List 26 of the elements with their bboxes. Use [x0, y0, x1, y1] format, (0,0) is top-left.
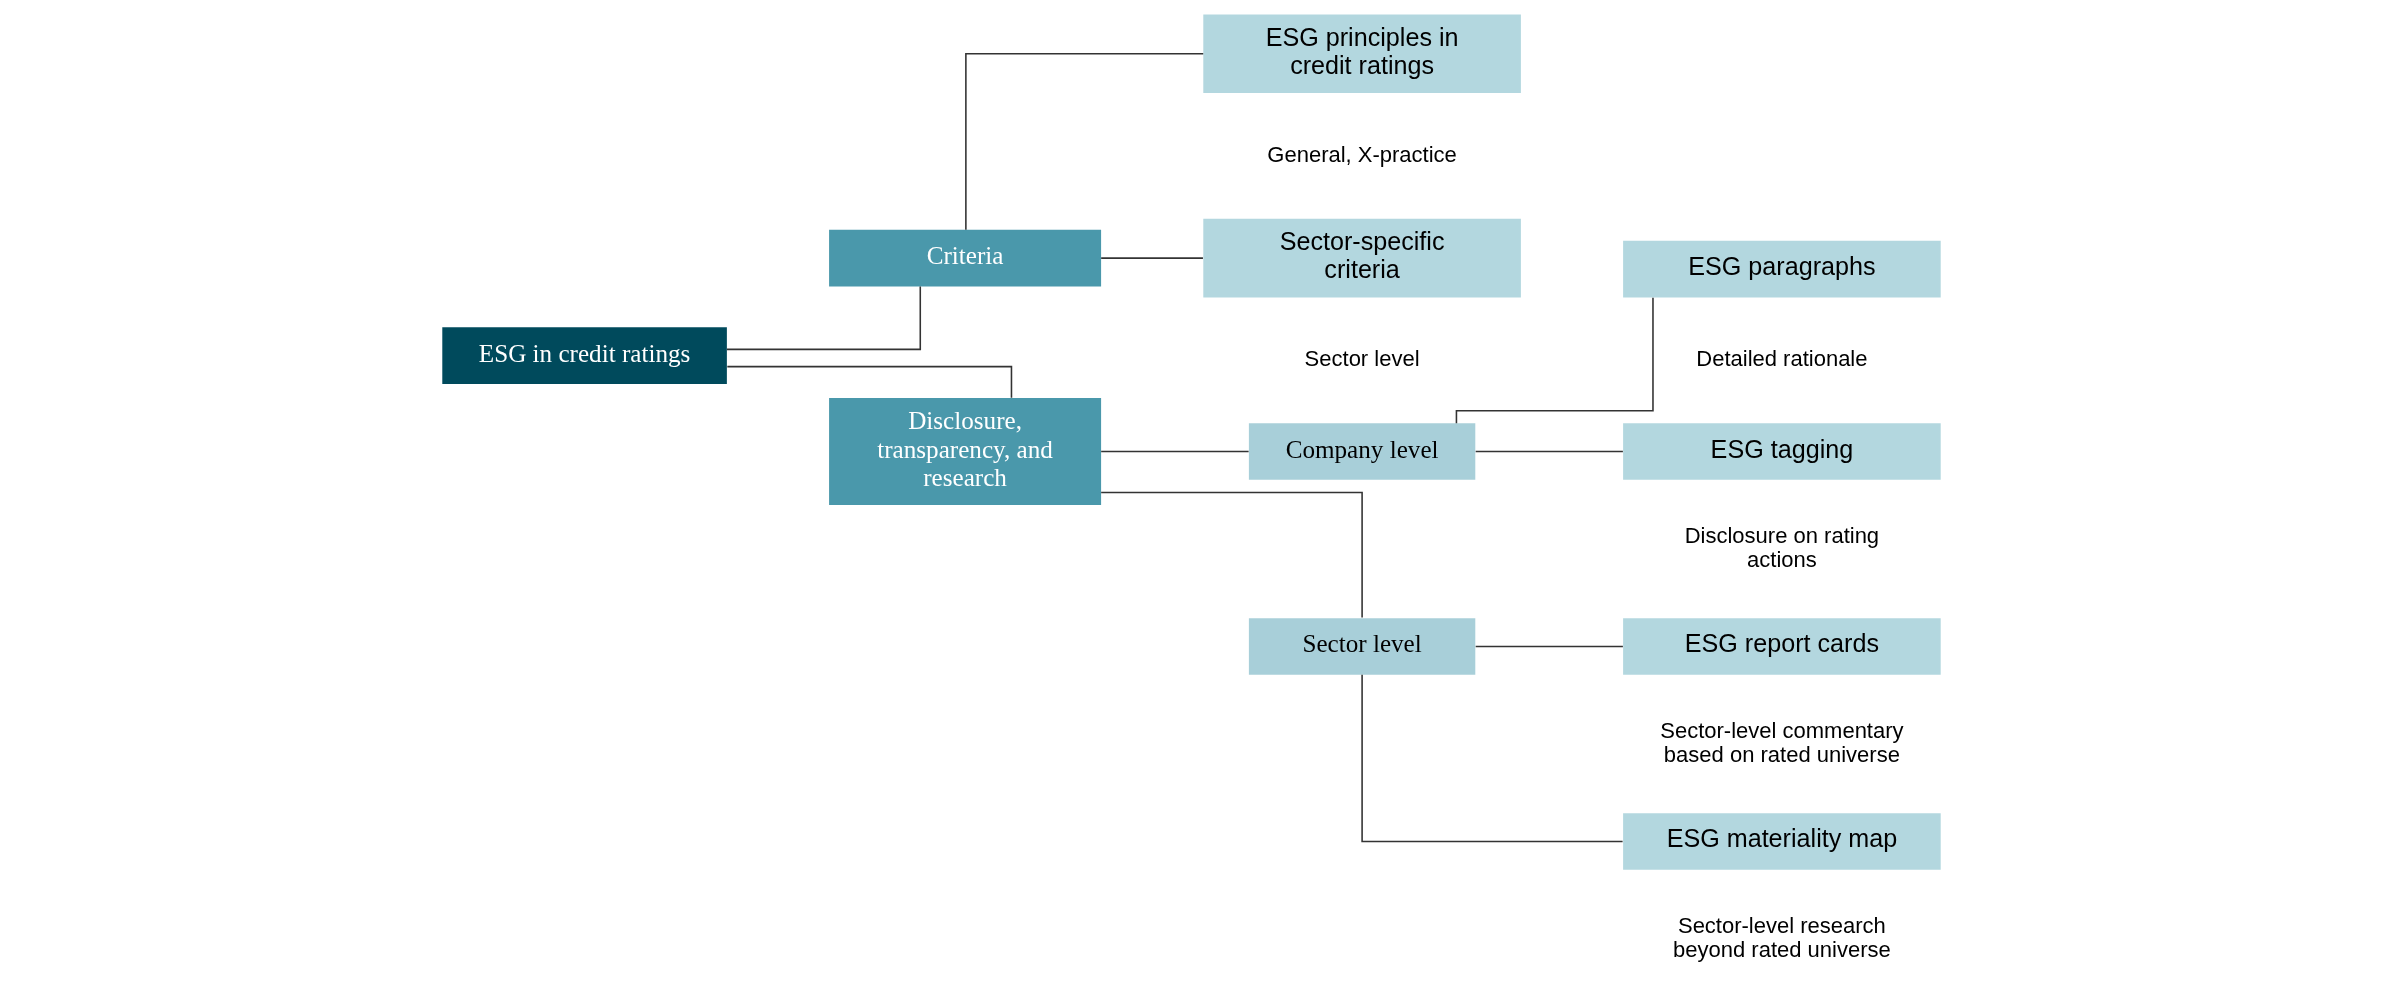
node-box: Sector-specific criteria — [1202, 218, 1521, 298]
node-box: ESG in credit ratings — [441, 327, 727, 384]
node-box: Criteria — [828, 229, 1101, 287]
connector — [1474, 450, 1624, 453]
node-box: ESG materiality map — [1622, 813, 1941, 870]
node-label: Disclosure on rating actions — [1684, 523, 1879, 572]
node-box: ESG tagging — [1622, 423, 1941, 480]
node-box: Sector level — [1248, 618, 1475, 675]
connector — [1099, 450, 1249, 453]
node-box: Company level — [1248, 423, 1475, 480]
connector — [1474, 645, 1624, 648]
connector — [1099, 257, 1204, 259]
connector — [1360, 674, 1623, 843]
connector — [1455, 297, 1654, 424]
node-box: Disclosure, transparency, and research — [828, 398, 1101, 505]
connector — [1099, 491, 1363, 619]
node-label: General, X-practice — [1266, 141, 1457, 167]
node-label: Sector-level research beyond rated universe — [1672, 912, 1891, 962]
node-label: Sector-level commentary based on rated universe — [1659, 718, 1904, 767]
connector — [725, 285, 921, 351]
node-label: Detailed rationale — [1695, 346, 1868, 372]
connector — [964, 52, 1204, 231]
node-box: ESG principles in credit ratings — [1202, 14, 1521, 94]
node-label: Sector level — [1304, 346, 1420, 372]
node-box: ESG paragraphs — [1622, 240, 1941, 298]
node-box: ESG report cards — [1622, 618, 1941, 675]
